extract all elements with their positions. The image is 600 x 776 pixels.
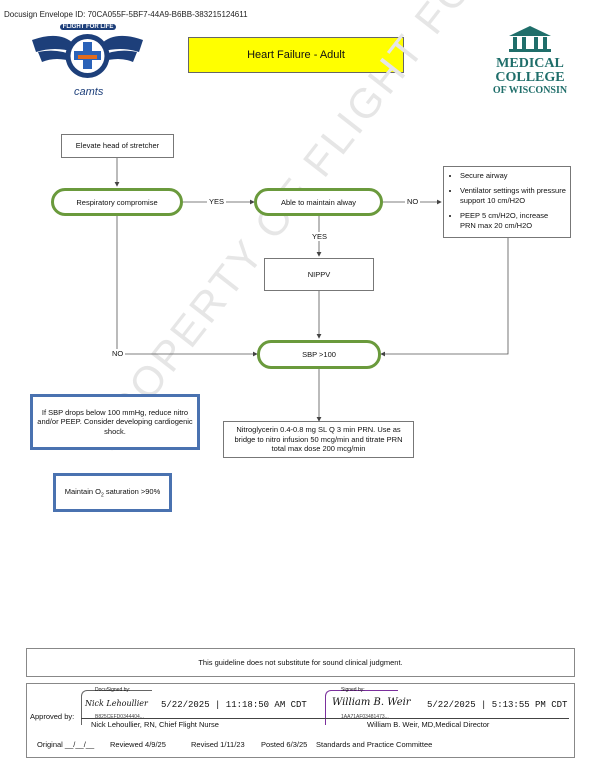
nippv-box: NIPPV	[264, 258, 374, 291]
original-date: Original __/__/__	[37, 740, 95, 749]
sbp-decision: SBP >100	[257, 340, 381, 369]
mcw-line-1: MEDICAL	[496, 56, 564, 71]
signature-2-handwriting: William B. Weir	[332, 697, 411, 708]
revised-date: Revised 1/11/23	[191, 740, 245, 749]
signature-1-handwriting: Nick Lehoullier	[85, 699, 148, 708]
flight-for-life-banner: FLIGHT FOR LIFE	[60, 24, 116, 30]
sbp-note-box: If SBP drops below 100 mmHg, reduce nitr…	[30, 394, 200, 450]
no-label-2: NO	[110, 349, 126, 358]
no-label-1: NO	[405, 197, 421, 206]
disclaimer: This guideline does not substitute for s…	[26, 648, 575, 677]
signature-2-date: 5/22/2025 | 5:13:55 PM CDT	[427, 700, 568, 710]
mcw-building-icon	[509, 26, 551, 52]
yes-label-2: YES	[310, 232, 330, 241]
approved-by-label: Approved by:	[30, 712, 75, 721]
signature-1-frame	[81, 690, 152, 725]
medical-college-of-wisconsin-logo: MEDICAL COLLEGE OF WISCONSIN	[480, 24, 580, 100]
airway-actions-list: Secure airway Ventilator settings with p…	[448, 171, 566, 236]
signature-2-line	[325, 718, 569, 719]
signature-2-frame	[325, 690, 398, 725]
airway-actions-box: Secure airway Ventilator settings with p…	[443, 166, 571, 238]
signature-1-date: 5/22/2025 | 11:18:50 AM CDT	[161, 700, 307, 710]
signature-1-name: Nick Lehoullier, RN, Chief Flight Nurse	[91, 720, 219, 729]
respiratory-compromise-decision: Respiratory compromise	[51, 188, 183, 216]
nitroglycerin-box: Nitroglycerin 0.4-0.8 mg SL Q 3 min PRN.…	[223, 421, 414, 458]
signature-1-line	[81, 718, 329, 719]
o2-note-text: Maintain O2 saturation >90%	[64, 486, 161, 499]
flight-for-life-logo: FLIGHT FOR LIFE camts	[30, 22, 145, 102]
maintain-airway-decision: Able to maintain alway	[254, 188, 383, 216]
mcw-line-3: OF WISCONSIN	[492, 85, 568, 96]
signature-2-id: 1AA71AF03481473...	[341, 714, 389, 720]
reviewed-date: Reviewed 4/9/25	[110, 740, 166, 749]
posted-date: Posted 6/3/25	[261, 740, 308, 749]
airway-item: Ventilator settings with pressure suppor…	[460, 186, 566, 205]
envelope-id: Docusign Envelope ID: 70CA055F-5BF7-44A9…	[4, 10, 248, 19]
camts-logo-text: camts	[74, 86, 104, 98]
signature-2-name: William B. Weir, MD,Medical Director	[367, 720, 490, 729]
airway-item: PEEP 5 cm/H2O, increase PRN max 20 cm/H2…	[460, 211, 566, 230]
signature-1-id: B825CEFD0344404...	[95, 714, 144, 720]
committee-name: Standards and Practice Committee	[316, 740, 433, 749]
page-title: Heart Failure - Adult	[188, 37, 404, 73]
airway-item: Secure airway	[460, 171, 566, 180]
signature-block: Approved by: DocuSigned by: Nick Lehoull…	[26, 683, 575, 758]
yes-label-1: YES	[207, 197, 227, 206]
mcw-line-2: COLLEGE	[495, 70, 565, 85]
elevate-head-box: Elevate head of stretcher	[61, 134, 174, 158]
o2-note-box: Maintain O2 saturation >90%	[53, 473, 172, 512]
signature-2-header: Signed by:	[341, 687, 365, 693]
signature-1-header: DocuSigned by:	[95, 687, 131, 693]
